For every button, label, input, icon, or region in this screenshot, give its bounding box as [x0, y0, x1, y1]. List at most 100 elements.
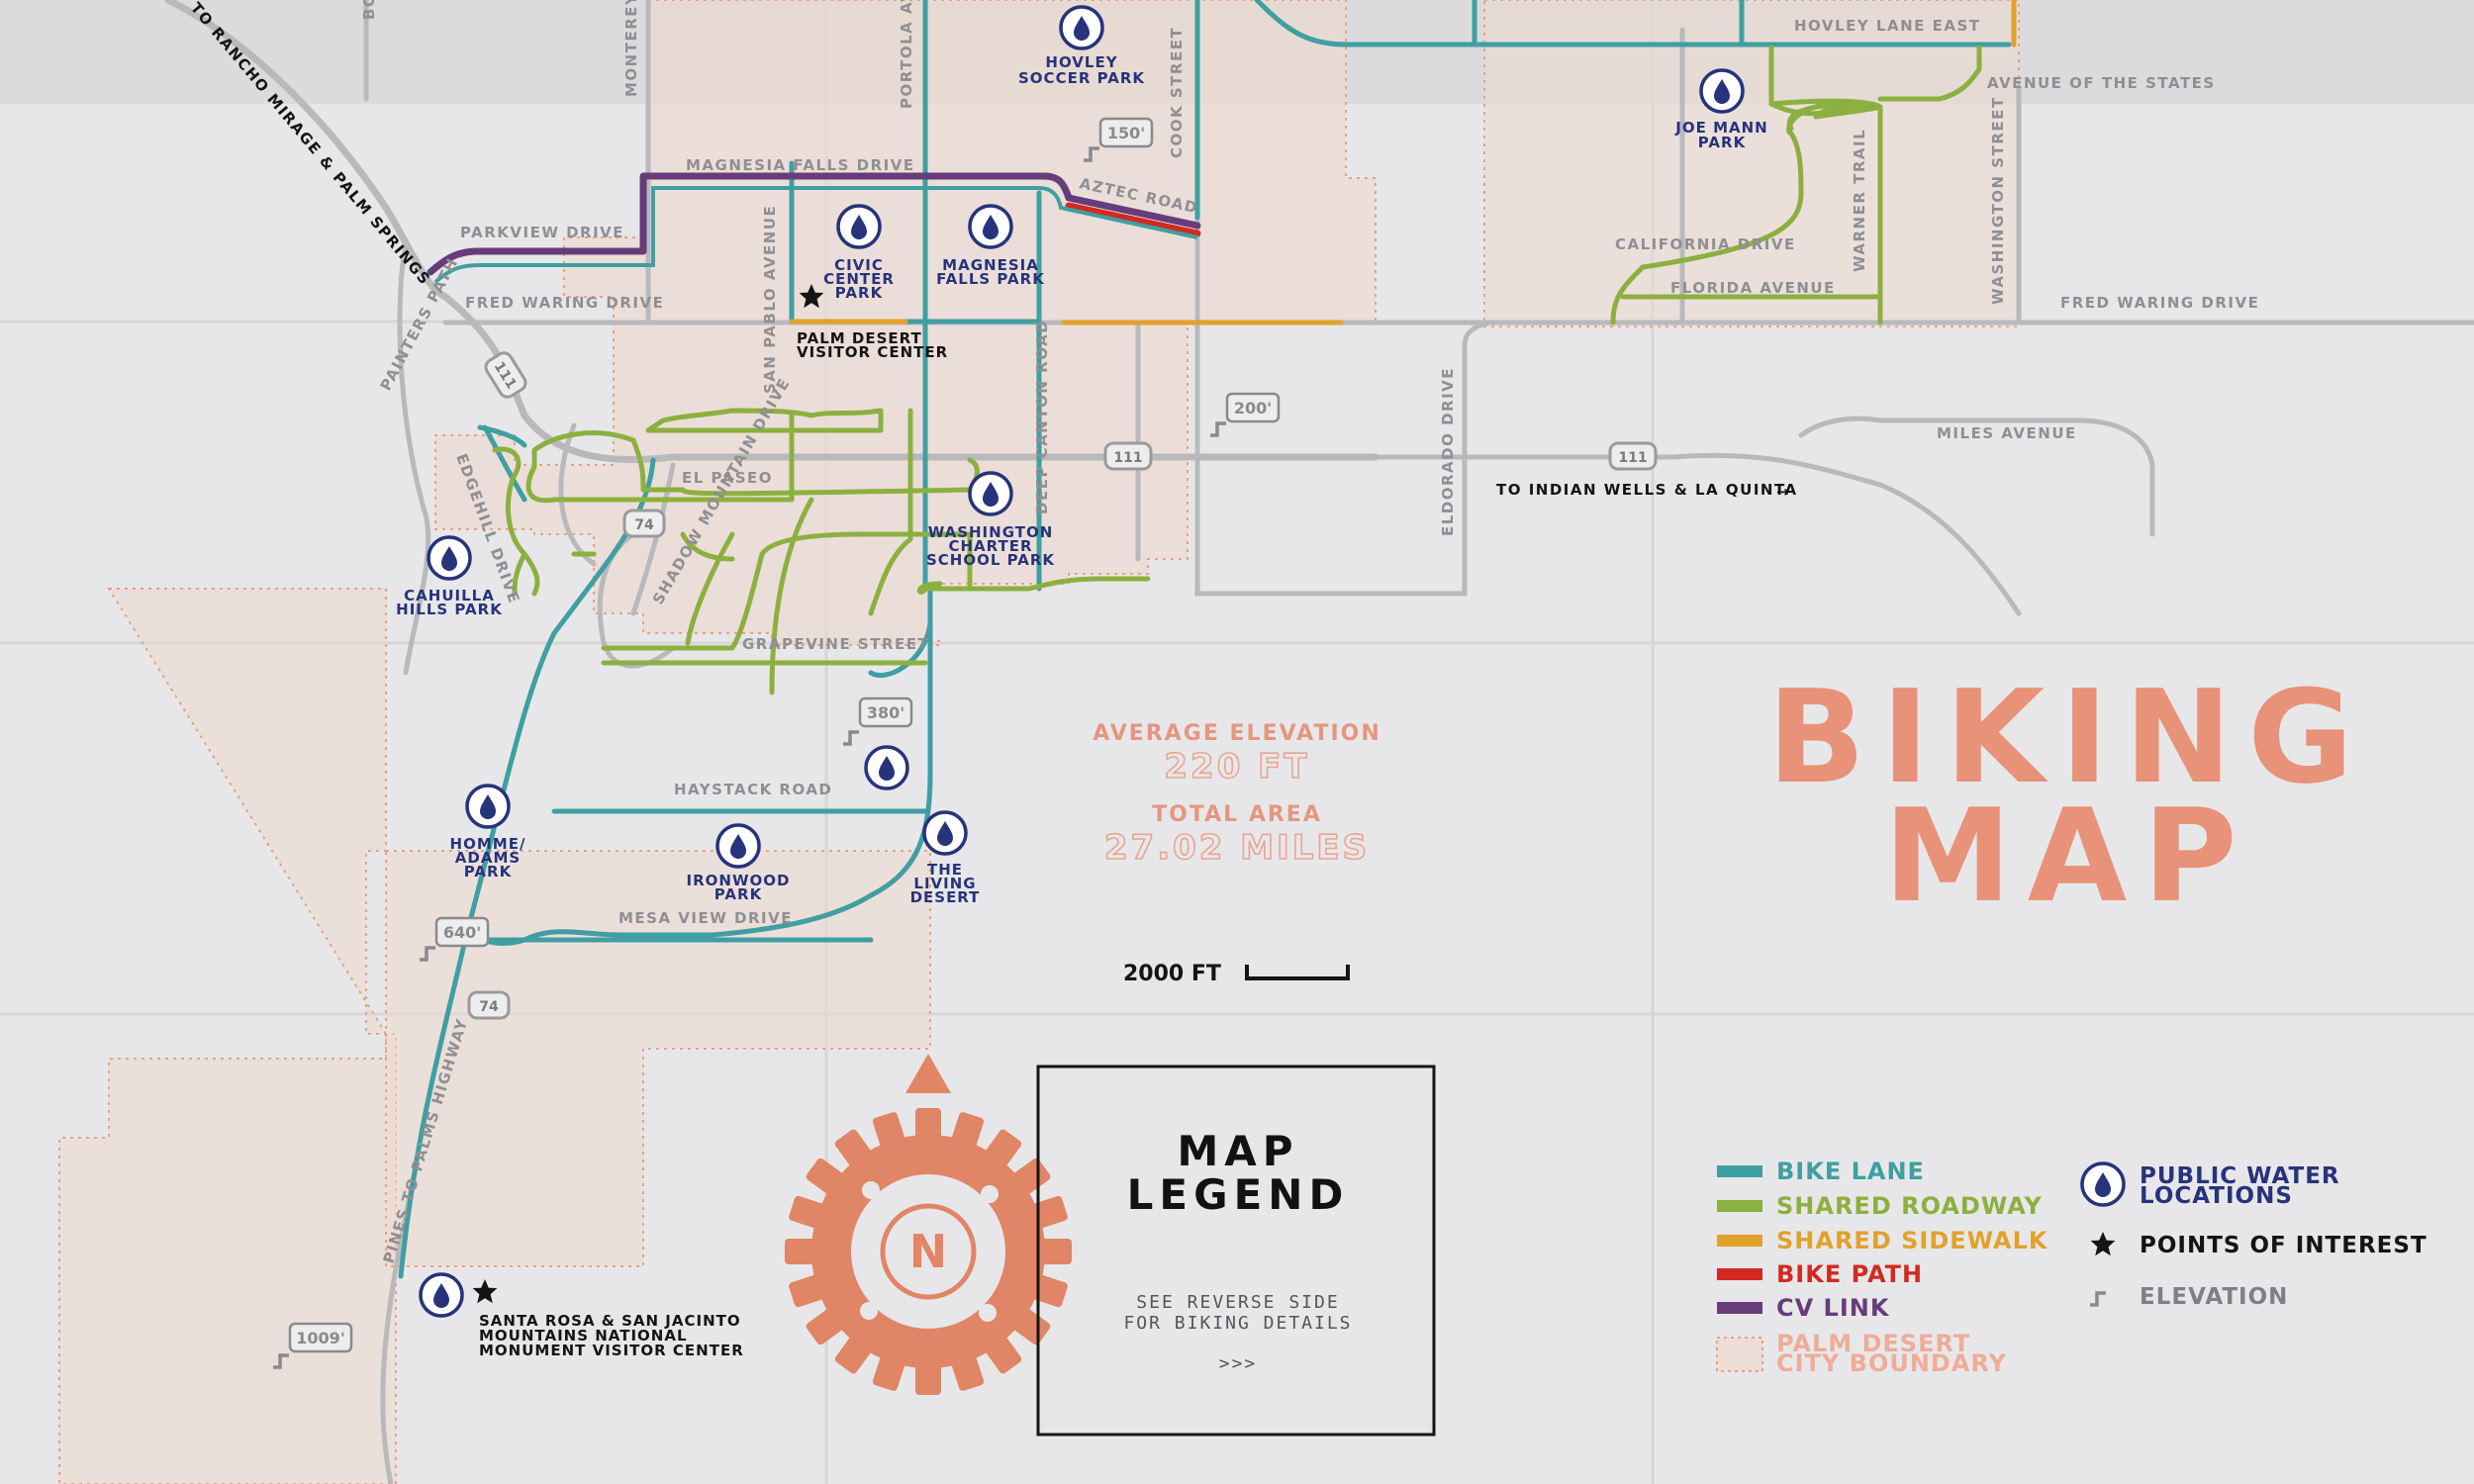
svg-text:POINTS OF INTEREST: POINTS OF INTEREST [2140, 1233, 2427, 1258]
road-label-grapevine: GRAPEVINE STREET [742, 635, 929, 653]
park-hovley-soccer: HOVLEY SOCCER PARK [1018, 5, 1145, 87]
water-drop-icon [715, 823, 761, 869]
legend-item-water: PUBLIC WATER LOCATIONS [2080, 1161, 2340, 1209]
road-label-parkview: PARKVIEW DRIVE [460, 224, 624, 241]
poi-palm-desert-visitor-center: PALM DESERT VISITOR CENTER [797, 284, 948, 361]
road-label-warner: WARNER TRAIL [1851, 129, 1868, 272]
legend-item-shared-sidewalk: SHARED SIDEWALK [1717, 1227, 2047, 1254]
elevation-marker-150: 150' [1082, 117, 1154, 162]
svg-text:HOVLEY: HOVLEY [1045, 53, 1117, 71]
elevation-marker-1009: 1009' [271, 1322, 353, 1369]
svg-text:SCHOOL PARK: SCHOOL PARK [926, 551, 1055, 569]
arrow-right-icon: → [1776, 483, 1790, 501]
svg-text:FALLS PARK: FALLS PARK [936, 270, 1045, 288]
svg-text:VISITOR CENTER: VISITOR CENTER [797, 343, 948, 361]
legend-note-line-2: FOR BIKING DETAILS [1123, 1313, 1352, 1334]
svg-text:CENTER: CENTER [823, 270, 895, 288]
points-of-interest: PALM DESERT VISITOR CENTER SANTA ROSA & … [472, 284, 948, 1359]
road-label-san-pablo: SAN PABLO AVENUE [761, 205, 779, 394]
scale-label: 2000 FT [1123, 962, 1221, 986]
highway-shield-74-south: 74 [467, 990, 511, 1020]
elevation-marker-200: 200' [1208, 392, 1281, 437]
road-label-cook: COOK STREET [1168, 27, 1186, 158]
total-area-value: 27.02 MILES [1104, 828, 1370, 868]
legend-item-cv-link: CV LINK [1717, 1294, 1890, 1322]
water-drop-icon [968, 204, 1013, 249]
parks: HOVLEY SOCCER PARK JOE MANN PARK CIVIC C… [396, 5, 1767, 1318]
compass-north-letter: N [909, 1225, 948, 1278]
svg-text:MAGNESIA: MAGNESIA [942, 256, 1039, 274]
svg-text:WASHINGTON: WASHINGTON [928, 523, 1054, 541]
svg-text:LIVING: LIVING [913, 875, 976, 892]
svg-text:CIVIC: CIVIC [834, 256, 884, 274]
road-label-indian-wells: TO INDIAN WELLS & LA QUINTA [1496, 481, 1798, 499]
park-civic-center: CIVIC CENTER PARK [823, 204, 895, 302]
road-label-florida: FLORIDA AVENUE [1670, 279, 1836, 297]
svg-text:PUBLIC WATER: PUBLIC WATER [2140, 1163, 2340, 1189]
average-elevation-value: 220 FT [1164, 747, 1309, 787]
cv-link-swatch [1717, 1302, 1762, 1314]
road-label-deep-canyon: DEEP CANYON ROAD [1033, 320, 1051, 514]
road-label-eldorado: ELDORADO DRIVE [1439, 367, 1457, 536]
svg-text:1009': 1009' [296, 1329, 344, 1347]
road-label-bo: BO [360, 0, 378, 20]
park-homme-adams: HOMME/ ADAMS PARK [450, 784, 526, 881]
road-label-fred-waring-east: FRED WARING DRIVE [2060, 294, 2259, 312]
svg-text:PALM DESERT: PALM DESERT [1776, 1330, 1970, 1357]
svg-text:LOCATIONS: LOCATIONS [2140, 1183, 2293, 1209]
bike-path-swatch [1717, 1268, 1762, 1280]
highway-label: 111 [1113, 450, 1142, 466]
svg-text:THE: THE [927, 861, 963, 879]
park-cahuilla-hills: CAHUILLA HILLS PARK [396, 535, 502, 618]
svg-text:BIKE LANE: BIKE LANE [1776, 1158, 1925, 1185]
park-washington-charter: WASHINGTON CHARTER SCHOOL PARK [926, 471, 1055, 569]
road-label-hovley: HOVLEY LANE EAST [1794, 17, 1980, 35]
legend-item-bike-lane: BIKE LANE [1717, 1158, 1925, 1185]
svg-text:IRONWOOD: IRONWOOD [687, 872, 791, 889]
highway-shields: 111 111 111 74 74 [467, 351, 1658, 1020]
road-label-avenue-states: AVENUE OF THE STATES [1987, 74, 2216, 92]
svg-text:SOCCER PARK: SOCCER PARK [1018, 69, 1145, 87]
svg-text:SANTA ROSA & SAN JACINTO: SANTA ROSA & SAN JACINTO [479, 1312, 741, 1330]
highway-label: 74 [634, 517, 654, 533]
svg-text:MOUNTAINS NATIONAL: MOUNTAINS NATIONAL [479, 1327, 688, 1345]
svg-text:640': 640' [443, 923, 481, 942]
legend-note-line-1: SEE REVERSE SIDE [1136, 1292, 1339, 1313]
highway-shield-111-mid: 111 [1103, 441, 1153, 471]
road-label-california: CALIFORNIA DRIVE [1615, 235, 1796, 253]
park-ironwood: IRONWOOD PARK [687, 823, 791, 903]
road-label-monterey: MONTEREY [622, 0, 640, 97]
legend-title-line-1: MAP [1177, 1127, 1298, 1175]
water-drop-icon [419, 1272, 464, 1318]
road-label-el-paseo: EL PASEO [682, 469, 773, 487]
water-drop-icon [922, 810, 968, 856]
svg-text:CHARTER: CHARTER [948, 537, 1032, 555]
water-drop-icon [2080, 1161, 2126, 1207]
road-label-haystack: HAYSTACK ROAD [674, 781, 832, 798]
title-line-2: MAP [1883, 781, 2252, 931]
svg-text:200': 200' [1234, 399, 1272, 417]
svg-text:ADAMS: ADAMS [455, 849, 521, 867]
shared-roadway-swatch [1717, 1200, 1762, 1212]
compass-gear: N [785, 1054, 1072, 1395]
svg-text:PALM DESERT: PALM DESERT [797, 329, 922, 347]
svg-text:SHARED ROADWAY: SHARED ROADWAY [1776, 1192, 2043, 1220]
highway-label: 74 [479, 999, 499, 1015]
highway-shield-111-east: 111 [1608, 441, 1658, 471]
legend-title-line-2: LEGEND [1127, 1170, 1350, 1219]
water-drop-icon [1699, 68, 1745, 114]
svg-text:CITY BOUNDARY: CITY BOUNDARY [1776, 1349, 2007, 1377]
svg-text:CV LINK: CV LINK [1776, 1294, 1890, 1322]
water-drop-icon [427, 535, 472, 581]
map-legend-box: MAP LEGEND SEE REVERSE SIDE FOR BIKING D… [1036, 1065, 1436, 1437]
svg-text:PARK: PARK [464, 863, 513, 881]
boundary-swatch [1716, 1337, 1763, 1372]
park-santa-rosa [419, 1272, 464, 1318]
bike-lanes [398, 0, 2012, 1279]
road-label-fred-waring-west: FRED WARING DRIVE [465, 294, 664, 312]
roads [164, 0, 2474, 1484]
map-stats: AVERAGE ELEVATION 220 FT TOTAL AREA 27.0… [1093, 721, 1380, 869]
water-drop-icon [465, 784, 511, 829]
svg-text:HOMME/: HOMME/ [450, 835, 526, 853]
